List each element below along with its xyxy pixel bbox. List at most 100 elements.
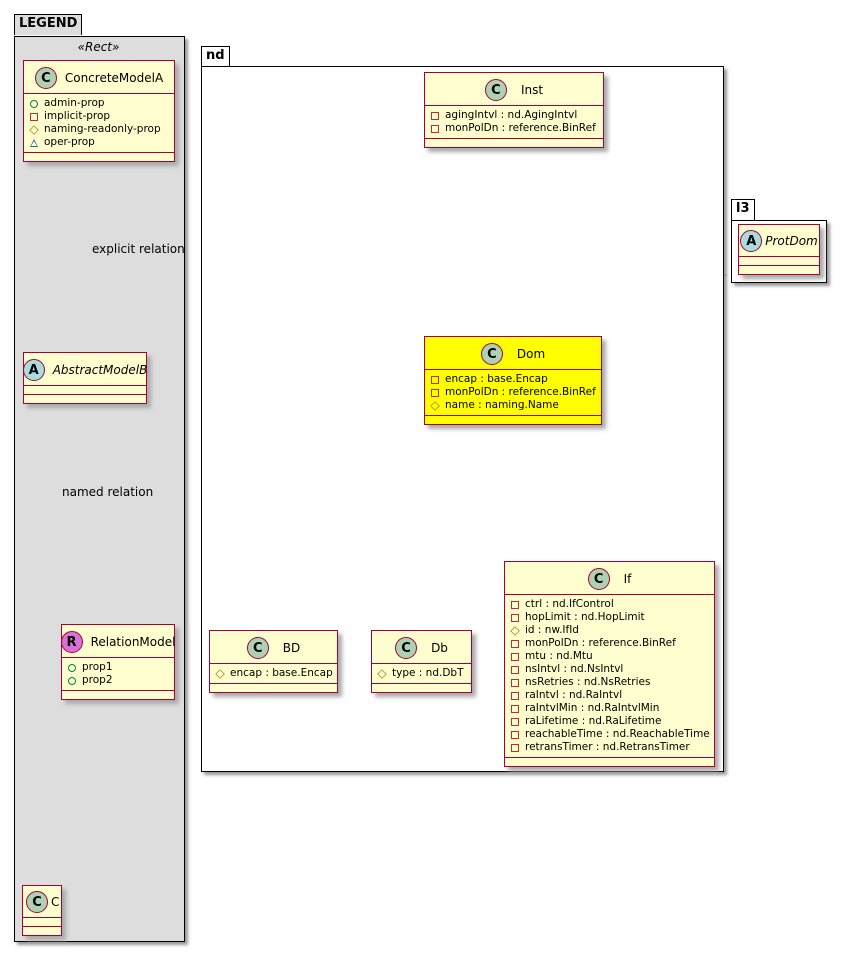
attribute-row: name : naming.Name xyxy=(430,399,595,412)
protected-visibility-icon xyxy=(510,625,520,636)
attribute-row: oper-prop xyxy=(30,136,168,149)
class-spot-icon: C xyxy=(484,79,507,101)
method-list xyxy=(24,395,146,403)
private-visibility-icon xyxy=(511,613,519,622)
attribute-text: id : nw.IfId xyxy=(525,624,579,636)
class-spot-icon: C xyxy=(395,637,418,659)
attribute-row: prop2 xyxy=(68,674,168,687)
class-name: Dom xyxy=(516,347,546,361)
attribute-row: mtu : nd.Mtu xyxy=(511,650,708,663)
private-visibility-icon xyxy=(431,375,439,384)
legend-package xyxy=(14,36,185,942)
attribute-row: monPolDn : reference.BinRef xyxy=(431,122,597,135)
attribute-text: raLifetime : nd.RaLifetime xyxy=(525,715,662,727)
legend-stereotype: «Rect» xyxy=(77,40,120,54)
attribute-row: retransTimer : nd.RetransTimer xyxy=(511,741,708,754)
attribute-text: ctrl : nd.IfControl xyxy=(525,598,614,610)
attribute-row: implicit-prop xyxy=(30,110,168,123)
attribute-row: nsRetries : nd.NsRetries xyxy=(511,676,708,689)
named-relation-label: named relation xyxy=(62,485,154,499)
public-visibility-icon xyxy=(30,99,38,108)
class-db[interactable]: C Db type : nd.DbT xyxy=(371,630,472,693)
attribute-text: monPolDn : reference.BinRef xyxy=(445,122,596,134)
attribute-list: type : nd.DbT xyxy=(372,664,471,684)
legend-package-tab: LEGEND xyxy=(14,14,83,35)
private-visibility-icon xyxy=(431,124,439,133)
method-list xyxy=(739,266,819,274)
private-visibility-icon xyxy=(511,639,519,648)
private-visibility-icon xyxy=(511,665,519,674)
protected-visibility-icon xyxy=(377,668,387,679)
attribute-row: raLifetime : nd.RaLifetime xyxy=(511,715,708,728)
l3-package-tab: l3 xyxy=(731,199,755,220)
attribute-text: hopLimit : nd.HopLimit xyxy=(525,611,645,623)
method-list xyxy=(425,416,601,424)
protected-visibility-icon xyxy=(215,668,225,679)
class-name: ProtDom xyxy=(765,234,818,248)
private-visibility-icon xyxy=(30,112,38,121)
class-spot-icon: C xyxy=(26,891,48,913)
class-name: Db xyxy=(431,641,448,655)
attribute-row: reachableTime : nd.ReachableTime xyxy=(511,728,710,741)
protected-visibility-icon xyxy=(29,124,39,135)
attribute-row: raIntvl : nd.RaIntvl xyxy=(511,689,708,702)
attribute-row: nsIntvl : nd.NsIntvl xyxy=(511,663,708,676)
method-list xyxy=(505,758,714,766)
attribute-row: naming-readonly-prop xyxy=(29,123,168,136)
method-list xyxy=(62,691,174,699)
protected-visibility-icon xyxy=(430,400,440,411)
private-visibility-icon xyxy=(511,678,519,687)
abstract-spot-icon: A xyxy=(740,230,763,252)
attribute-row: encap : base.Encap xyxy=(215,667,333,680)
private-visibility-icon xyxy=(511,600,519,609)
attribute-text: encap : base.Encap xyxy=(445,373,548,385)
attribute-list xyxy=(23,918,61,927)
attribute-text: agingIntvl : nd.AgingIntvl xyxy=(445,109,578,121)
attribute-text: mtu : nd.Mtu xyxy=(525,650,593,662)
attribute-row: admin-prop xyxy=(30,97,168,110)
attribute-text: raIntvlMin : nd.RaIntvlMin xyxy=(525,702,660,714)
attribute-row: agingIntvl : nd.AgingIntvl xyxy=(431,109,597,122)
class-name: If xyxy=(623,572,632,586)
attribute-row: raIntvlMin : nd.RaIntvlMin xyxy=(511,702,708,715)
private-visibility-icon xyxy=(511,717,519,726)
attribute-row: type : nd.DbT xyxy=(377,667,465,680)
attribute-text: retransTimer : nd.RetransTimer xyxy=(525,741,690,753)
attribute-text: monPolDn : reference.BinRef xyxy=(445,386,596,398)
private-visibility-icon xyxy=(511,743,519,752)
attribute-row: ctrl : nd.IfControl xyxy=(511,598,708,611)
class-spot-icon: C xyxy=(480,343,503,365)
public-visibility-icon xyxy=(68,663,76,672)
attribute-text: type : nd.DbT xyxy=(392,667,464,679)
relation-spot-icon: R xyxy=(60,631,83,653)
class-name: C xyxy=(51,895,60,909)
attribute-row: monPolDn : reference.BinRef xyxy=(511,637,708,650)
class-spot-icon: C xyxy=(587,568,610,590)
nd-package-tab: nd xyxy=(201,46,230,67)
attribute-text: naming-readonly-prop xyxy=(44,123,161,135)
attribute-list xyxy=(739,257,819,266)
public-visibility-icon xyxy=(68,676,76,685)
attribute-text: prop2 xyxy=(82,674,113,686)
attribute-text: prop1 xyxy=(82,661,113,673)
attribute-row: monPolDn : reference.BinRef xyxy=(431,386,596,399)
attribute-text: implicit-prop xyxy=(44,110,111,122)
attribute-row: hopLimit : nd.HopLimit xyxy=(511,611,708,624)
private-visibility-icon xyxy=(511,691,519,700)
attribute-text: admin-prop xyxy=(44,97,105,109)
attribute-list xyxy=(24,386,146,395)
attribute-list: encap : base.Encap xyxy=(210,664,337,684)
class-name: ConcreteModelA xyxy=(64,71,164,85)
